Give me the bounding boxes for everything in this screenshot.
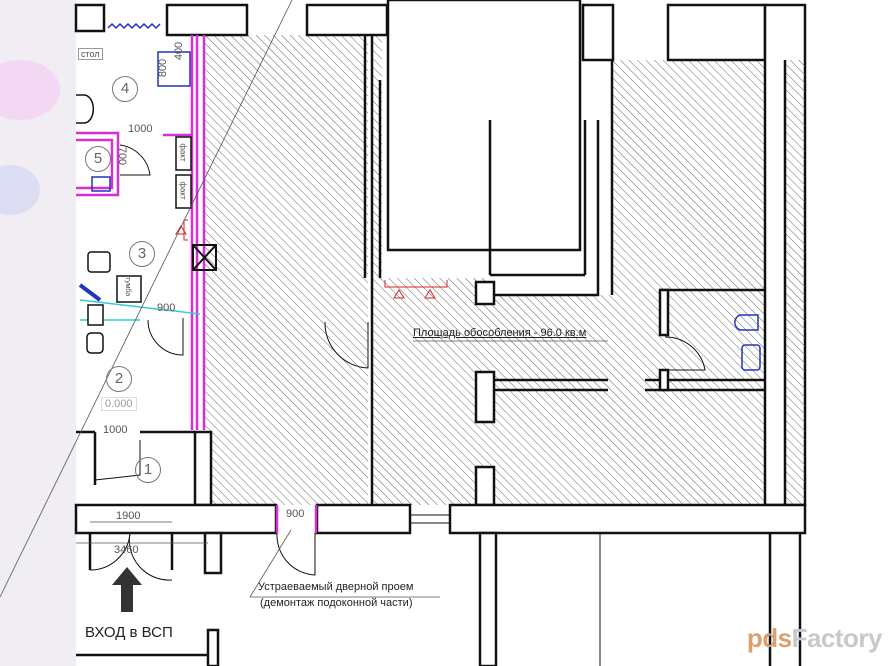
dim-800: 800 <box>157 58 170 78</box>
vent-shaft-icon <box>192 244 217 271</box>
room-number-5: 5 <box>85 146 111 172</box>
chair-icon <box>87 251 111 273</box>
dim-1900: 1900 <box>116 510 141 522</box>
watermark-prefix: pds <box>746 623 792 653</box>
label-stand: тумба <box>124 276 132 297</box>
toilet-icon <box>734 314 759 331</box>
level-mark: 0.000 <box>101 397 137 411</box>
label-cabinet-2: факт <box>178 181 188 200</box>
entrance-arrow-icon <box>112 567 142 612</box>
dim-900-room3: 900 <box>157 302 176 314</box>
room-number-3: 3 <box>129 241 155 267</box>
sink-icon <box>91 176 111 192</box>
walls <box>74 0 807 666</box>
new-partitions <box>76 35 318 533</box>
room-number-4: 4 <box>112 76 138 102</box>
entrance-label: ВХОД в ВСП <box>85 624 173 641</box>
dim-1000-room1: 1000 <box>103 424 128 436</box>
alarm-icons <box>175 219 448 299</box>
separated-area-hatch <box>205 35 765 505</box>
label-table: стол <box>78 48 103 60</box>
leader-lines <box>0 0 608 598</box>
door-note-line-1: Устраеваемый дверной проем <box>258 581 414 593</box>
plumbing-fixtures <box>78 176 761 371</box>
door-note-line-2: (демонтаж подоконной части) <box>260 597 413 609</box>
room-number-2: 2 <box>106 366 132 392</box>
watermark-suffix: Factory <box>791 623 883 653</box>
room-number-1: 1 <box>135 457 161 483</box>
dim-3460: 3460 <box>114 544 139 556</box>
washbasin-icon <box>741 344 761 371</box>
dim-900-door: 900 <box>286 508 305 520</box>
label-cabinet-1: факт <box>178 143 188 162</box>
area-label: Площадь обособления - 96.0 кв.м <box>413 327 587 339</box>
dim-700: 700 <box>116 146 129 166</box>
dim-1000-top: 1000 <box>128 123 153 135</box>
watermark: pdsFactory <box>746 623 883 654</box>
radiator-icon <box>107 22 161 30</box>
dim-400: 400 <box>173 41 186 61</box>
furniture <box>76 51 192 354</box>
